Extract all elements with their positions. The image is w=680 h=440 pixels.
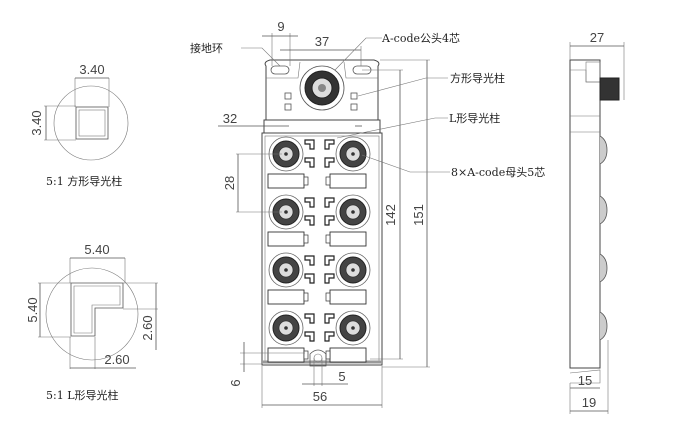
l-light-pipe — [304, 273, 315, 284]
side-body — [569, 59, 601, 369]
side-connector-bump — [599, 311, 608, 341]
callout-female-connectors: 8×A-code母头5芯 — [451, 165, 545, 179]
l-light-pipe — [304, 313, 315, 324]
female-connector — [335, 194, 371, 230]
female-connector — [335, 136, 371, 172]
l-detail-caption: 5:1 L形导光柱 — [46, 388, 119, 402]
bottom-ground-tab — [309, 349, 327, 367]
row-pitch-dim: 28 — [222, 176, 237, 190]
callout-square-light-pipe: 方形导光柱 — [450, 71, 505, 85]
square-pipe-outline — [75, 106, 109, 140]
square-led — [284, 92, 292, 100]
l-light-pipe — [304, 197, 315, 208]
side-male-connector — [599, 77, 620, 101]
l-height-dim: 5.40 — [25, 297, 40, 322]
side-body-depth-dim: 15 — [578, 373, 592, 388]
label-slot — [267, 173, 305, 189]
female-connector — [268, 310, 304, 346]
side-base-depth-dim: 19 — [582, 395, 596, 410]
detail-circle — [53, 85, 129, 161]
hole-spacing-dim: 37 — [315, 34, 329, 49]
female-connector — [268, 136, 304, 172]
l-inner-height-dim: 2.60 — [140, 315, 155, 340]
l-light-pipe — [324, 157, 335, 168]
l-pipe-outline — [70, 282, 124, 337]
detail-square-light-pipe: 3.40 3.40 5:1 方形导光柱 — [29, 62, 129, 188]
side-view: 27 15 19 — [569, 30, 625, 414]
l-width-dim: 5.40 — [84, 242, 109, 257]
l-light-pipe — [304, 215, 315, 226]
l-light-pipe — [304, 255, 315, 266]
label-slot — [329, 173, 367, 189]
square-led — [284, 103, 292, 111]
l-light-pipe — [324, 273, 335, 284]
male-connector — [299, 65, 345, 111]
square-led — [350, 92, 358, 100]
l-light-pipe — [324, 139, 335, 150]
label-slot — [267, 289, 305, 305]
l-light-pipe — [304, 157, 315, 168]
square-height-dim: 3.40 — [29, 110, 44, 135]
column-spacing-dim: 32 — [223, 111, 237, 126]
bottom-offset-dim: 6 — [228, 379, 243, 386]
square-pipe-inner — [78, 109, 106, 137]
l-light-pipe — [304, 331, 315, 342]
square-detail-caption: 5:1 方形导光柱 — [46, 174, 122, 188]
label-slot — [329, 347, 367, 363]
inner-height-dim: 142 — [383, 204, 398, 226]
label-slot — [329, 289, 367, 305]
l-light-pipe — [324, 215, 335, 226]
callouts: 接地环 A-code公头4芯 方形导光柱 L形导光柱 8×A-code母头5芯 — [190, 31, 545, 179]
l-light-pipe — [324, 331, 335, 342]
side-connector-bump — [599, 253, 608, 283]
l-pipe-inner — [73, 285, 121, 334]
front-view: 9 37 32 28 142 151 6 5 — [218, 19, 430, 408]
hole-offset-dim: 9 — [277, 19, 284, 34]
total-height-dim: 151 — [411, 204, 426, 226]
side-depth-dim: 27 — [590, 30, 604, 45]
female-connector — [268, 194, 304, 230]
callout-ground-ring: 接地环 — [190, 42, 223, 55]
label-slot — [267, 231, 305, 247]
width-dim: 56 — [313, 389, 327, 404]
side-connector-bump — [599, 135, 608, 165]
callout-male-connector: A-code公头4芯 — [381, 31, 460, 45]
label-slot — [267, 347, 305, 363]
callout-l-light-pipe: L形导光柱 — [449, 111, 500, 125]
l-light-pipe — [324, 197, 335, 208]
square-led — [350, 103, 358, 111]
bottom-slot-dim: 5 — [338, 369, 345, 384]
female-connector — [335, 252, 371, 288]
detail-circle — [45, 267, 139, 361]
female-connector — [268, 252, 304, 288]
detail-l-light-pipe: 5.40 5.40 2.60 2.60 5:1 L形导光柱 — [25, 242, 158, 402]
label-slot — [329, 231, 367, 247]
l-light-pipe — [304, 139, 315, 150]
female-connector — [335, 310, 371, 346]
l-inner-width-dim: 2.60 — [104, 352, 129, 367]
square-width-dim: 3.40 — [79, 62, 104, 77]
l-light-pipe — [324, 313, 335, 324]
l-light-pipe — [324, 255, 335, 266]
side-connector-bump — [599, 195, 608, 225]
